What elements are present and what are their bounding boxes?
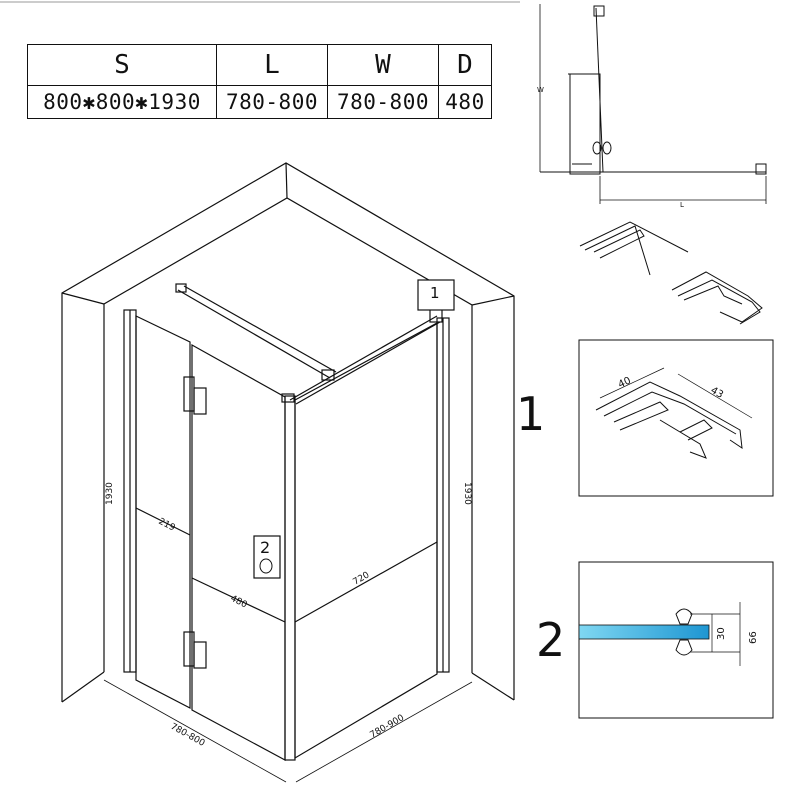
spec-value-w: 780-800 <box>327 85 439 119</box>
rail-part-1 <box>579 221 689 253</box>
bar-bracket-left <box>175 283 187 293</box>
detail-1-dim-43: 43 <box>709 385 726 401</box>
callout-marker-2-text: 2 <box>260 538 270 557</box>
floor-left-edge <box>61 671 105 703</box>
dim-height-left: 1930 <box>105 482 115 505</box>
rail-part-1b <box>584 225 651 276</box>
detail-1-clip <box>613 401 669 431</box>
stabilizer-bar-front <box>177 289 331 379</box>
detail-1-rail-top <box>679 419 713 441</box>
detail-1-dim-40: 40 <box>617 375 633 390</box>
detail-2-knob <box>675 602 741 666</box>
stabilizer-bar-side-2 <box>295 321 441 405</box>
spec-value-l: 780-800 <box>216 85 328 119</box>
spec-header-d: D <box>438 44 492 86</box>
detail-1-drawing <box>595 367 753 459</box>
detail-2-dim-66: 66 <box>748 631 759 644</box>
door-mid-line-1 <box>135 507 191 536</box>
floor-right-edge <box>471 672 515 701</box>
wall-corner-left <box>61 292 105 305</box>
rail-part-2b <box>677 279 761 325</box>
detail-1-rail <box>659 419 707 459</box>
detail-1-profile-inner <box>603 391 737 435</box>
hinge-lower-plate <box>193 641 207 669</box>
plan-label-l: L <box>680 201 684 209</box>
hinge-upper-plate <box>193 387 207 415</box>
iso-view <box>61 162 515 783</box>
spec-header-s: S <box>27 44 217 86</box>
plan-right-bracket <box>755 163 767 175</box>
plan-top-bracket <box>593 5 605 17</box>
wall-inner <box>103 197 473 673</box>
bar-corner-bracket <box>281 393 295 403</box>
detail-1-profile-outer <box>595 381 743 450</box>
plan-knob-right <box>602 141 612 155</box>
plan-door-box <box>569 73 601 175</box>
wall-corner-top <box>285 162 288 199</box>
fixed-mid-line <box>294 541 438 623</box>
detail-1-dim-43-line <box>677 373 753 419</box>
base-dim-right <box>295 681 473 783</box>
profile-parts <box>579 221 763 325</box>
detail-1-dim-40-line <box>599 367 665 399</box>
spec-header-l: L <box>216 44 328 86</box>
spec-value-d: 480 <box>438 85 492 119</box>
dim-base-right: 780-900 <box>369 713 407 741</box>
rail-part-1c <box>593 229 645 259</box>
door-mid-line-2 <box>191 577 286 623</box>
detail-2-frame <box>578 561 774 719</box>
knob-top <box>675 608 693 625</box>
rail-part-2 <box>671 271 763 323</box>
detail-2-glass <box>578 624 710 640</box>
detail-2-dim-30: 30 <box>716 627 727 640</box>
plan-label-w: W <box>537 86 544 94</box>
dim-base-left: 780-800 <box>169 722 207 749</box>
dim-480: 480 <box>229 594 249 611</box>
detail-1-frame <box>578 339 774 497</box>
plan-view <box>539 4 767 204</box>
callout-marker-2: 2 <box>253 535 281 579</box>
detail-1-number: 1 <box>516 387 545 441</box>
spec-value-row: 800✱800✱1930 780-800 780-800 480 <box>27 85 492 119</box>
callout-marker-1-text: 1 <box>430 284 440 302</box>
detail-2-number: 2 <box>536 613 565 667</box>
knob-bottom <box>675 639 693 656</box>
spec-header-row: S L W D <box>27 44 492 86</box>
plan-knob-left <box>592 141 602 155</box>
dim-219: 219 <box>157 517 177 534</box>
corner-post <box>284 395 296 761</box>
rail-part-2c <box>683 285 743 305</box>
spec-value-s: 800✱800✱1930 <box>27 85 217 119</box>
spec-table: S L W D 800✱800✱1930 780-800 780-800 480 <box>27 44 492 119</box>
callout-marker-1: 1 <box>417 279 455 311</box>
dim-height-right: 1930 <box>462 482 472 505</box>
fixed-panel-front <box>135 315 191 709</box>
fixed-panel-right <box>294 321 438 760</box>
base-dim-left <box>103 679 287 783</box>
stabilizer-bar-side <box>289 315 438 401</box>
wall-corner-right <box>471 295 515 306</box>
stabilizer-bar-front-2 <box>183 285 337 373</box>
